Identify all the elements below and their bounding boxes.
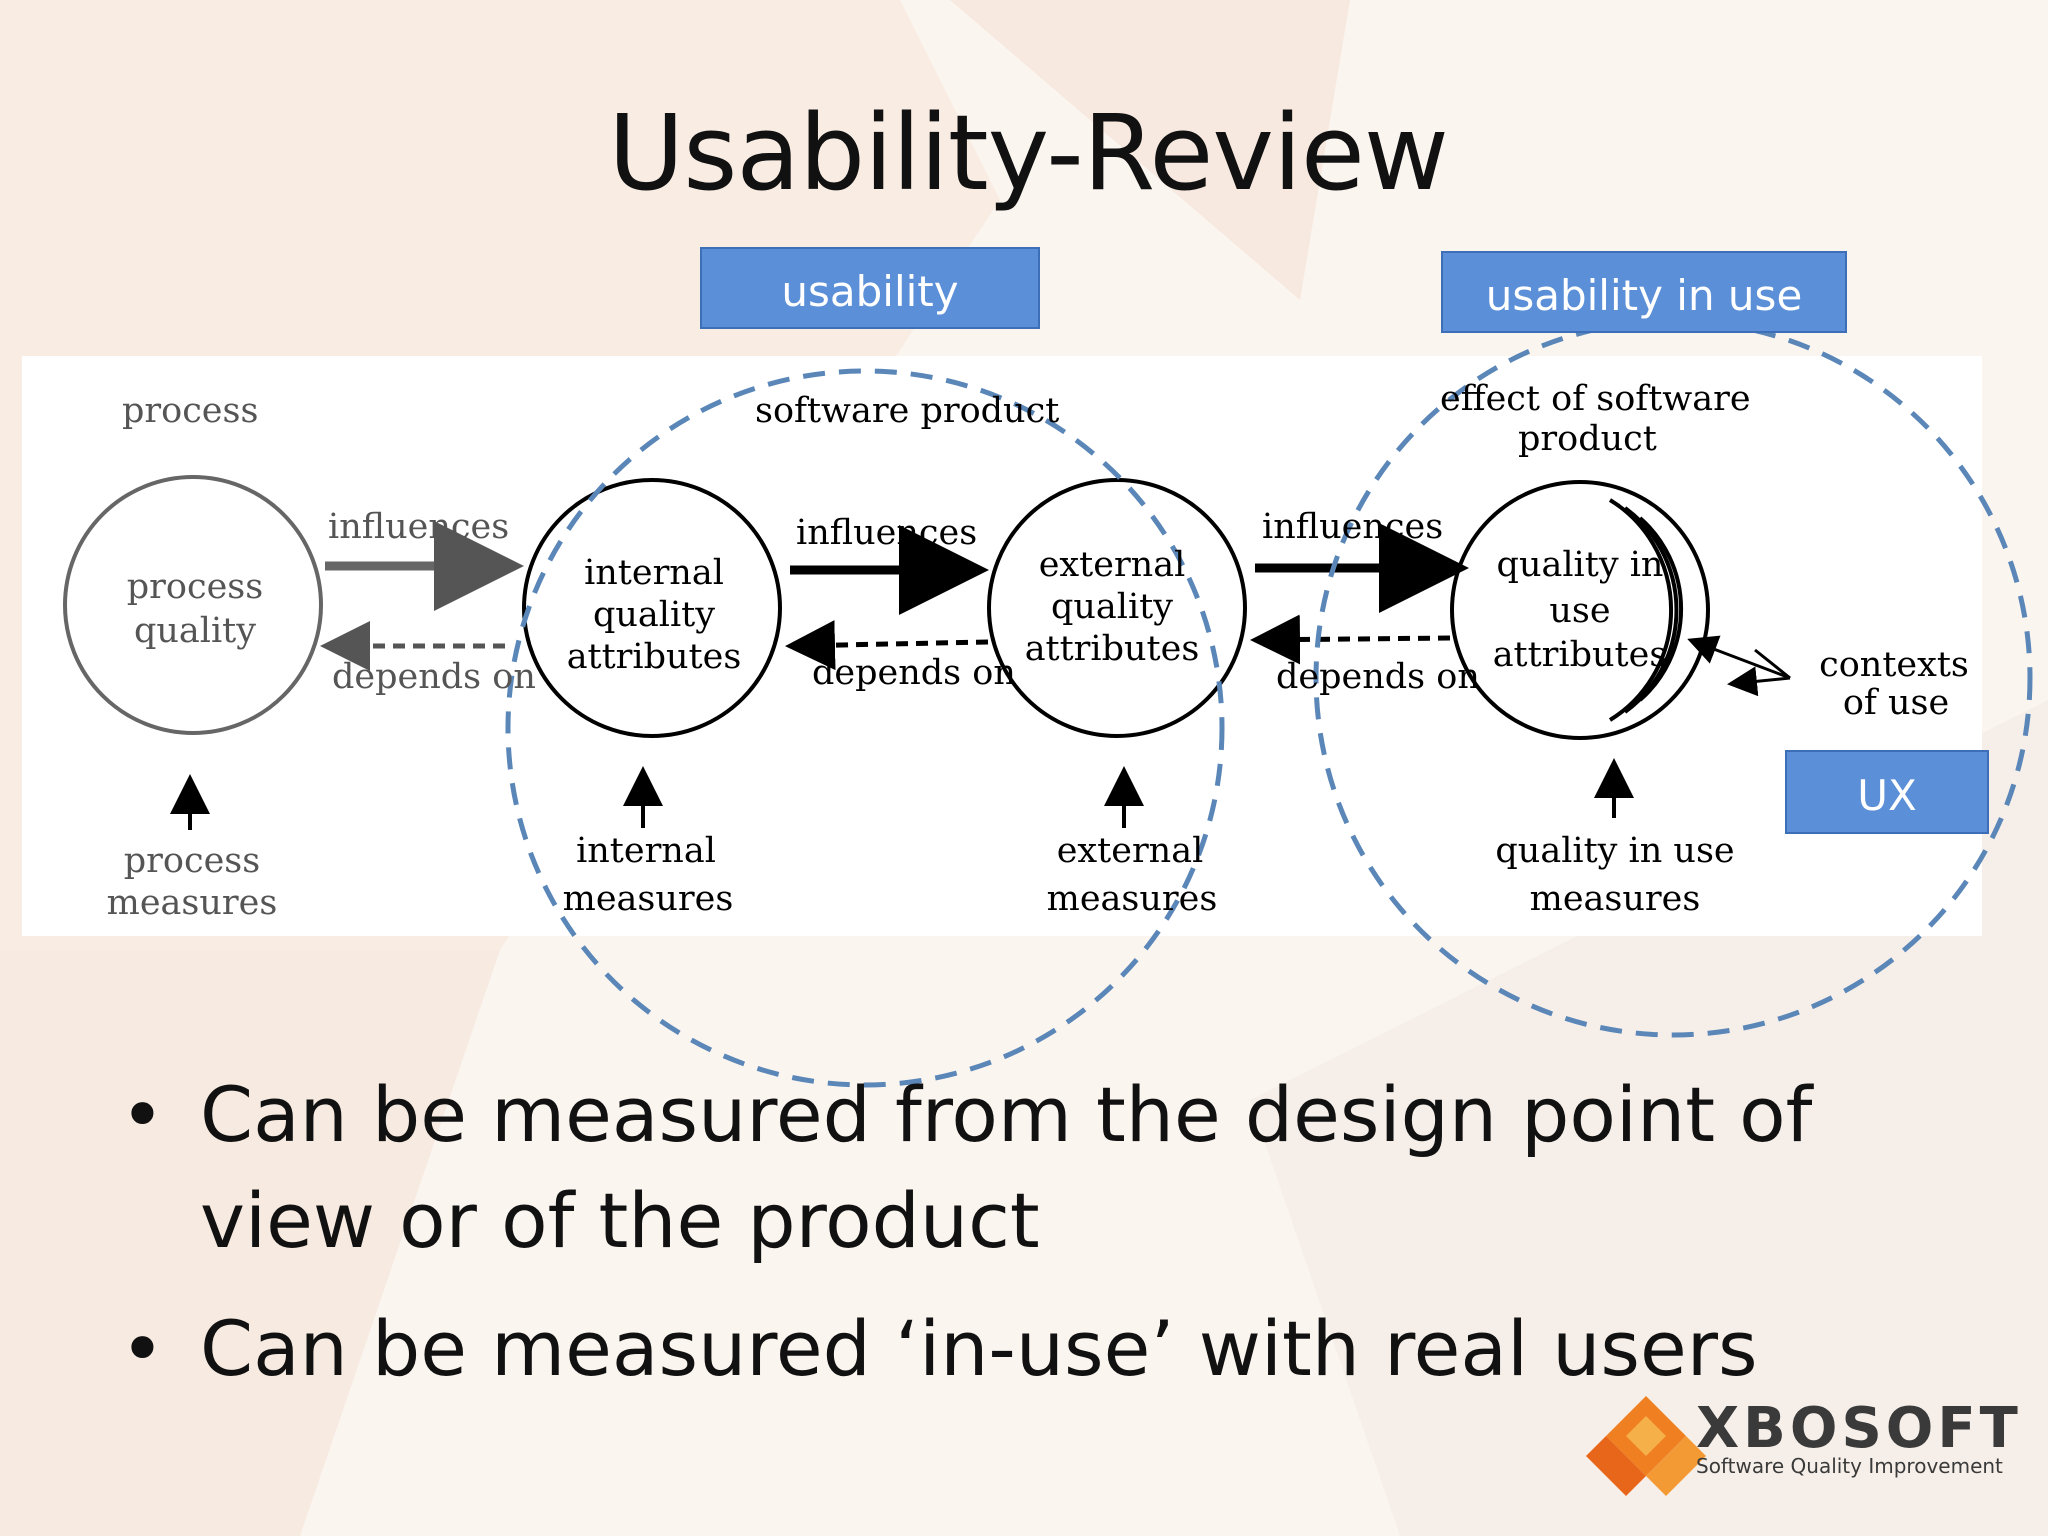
- depends-on-arrow: [785, 620, 989, 671]
- quality-in-use-context-ring: [1608, 498, 1674, 722]
- xbosoft-logo-tagline: Software Quality Improvement: [1696, 1454, 2003, 1478]
- node-label: internal: [584, 553, 724, 593]
- measure-label: process: [124, 841, 260, 881]
- xbosoft-logo-name: XBOSOFT: [1696, 1396, 2022, 1461]
- measure-label: measures: [563, 879, 734, 919]
- node-label: quality: [1051, 587, 1173, 627]
- node-label: attributes: [1025, 629, 1200, 669]
- bullet-dot: •: [120, 1304, 165, 1393]
- usability-in-use-tag: [1441, 251, 1847, 333]
- edge-label-influences: influences: [796, 513, 977, 553]
- node-label: quality in: [1497, 545, 1664, 585]
- bullet-item: • Can be measured from the design point o…: [120, 1062, 1960, 1274]
- ux-tag-label: UX: [1857, 771, 1917, 820]
- contexts-arrow: [1754, 648, 1791, 680]
- bullet-item: • Can be measured ‘in-use’ with real user…: [120, 1296, 1960, 1402]
- slide-title: Usability-Review: [608, 92, 1449, 214]
- measure-label: measures: [1530, 879, 1701, 919]
- node-label: use: [1549, 591, 1610, 631]
- effect-label-line1: effect of software: [1440, 379, 1751, 419]
- measure-label: internal: [576, 831, 716, 871]
- contexts-arrow: [1687, 635, 1791, 680]
- node-label: quality: [134, 611, 256, 651]
- quality-in-use-context-ring: [1638, 516, 1683, 702]
- contexts-label-line2: of use: [1843, 683, 1949, 723]
- edge-label-influences: influences: [1262, 507, 1443, 547]
- node-label: quality: [593, 595, 715, 635]
- bullet-dot: •: [120, 1070, 165, 1159]
- bullet-text: Can be measured ‘in-use’ with real users: [200, 1304, 1758, 1393]
- usability-tag-label: usability: [781, 267, 958, 316]
- measure-label: measures: [1047, 879, 1218, 919]
- depends-on-arrow: [1250, 614, 1451, 665]
- contexts-label-line1: contexts: [1819, 645, 1969, 685]
- edge-label-depends-on: depends on: [812, 653, 1016, 693]
- usability-tag: [700, 247, 1040, 329]
- measure-label: measures: [107, 883, 278, 923]
- ux-tag: [1785, 750, 1989, 834]
- node-label: external: [1039, 545, 1186, 585]
- measure-label: external: [1057, 831, 1204, 871]
- usability-in-use-boundary: [1313, 318, 2033, 1038]
- software-product-label: software product: [755, 391, 1059, 431]
- bullet-text: Can be measured from the design point of…: [200, 1070, 1813, 1265]
- external-quality-node: [987, 478, 1247, 738]
- effect-label-line2: product: [1518, 419, 1657, 459]
- node-label: attributes: [567, 637, 742, 677]
- edge-label-influences: influences: [328, 507, 509, 547]
- edge-label-depends-on: depends on: [332, 657, 536, 697]
- process-label: process: [122, 391, 258, 431]
- edge-label-depends-on: depends on: [1276, 657, 1480, 697]
- xbosoft-logo-mark: [1586, 1396, 1706, 1496]
- contexts-arrow: [1727, 666, 1791, 697]
- process-quality-node: [63, 475, 323, 735]
- measure-label: quality in use: [1495, 831, 1734, 871]
- bullet-list: • Can be measured from the design point o…: [120, 1062, 1960, 1424]
- usability-boundary: [505, 368, 1225, 1088]
- internal-quality-node: [522, 478, 782, 738]
- node-label: attributes: [1493, 635, 1668, 675]
- usability-in-use-tag-label: usability in use: [1486, 271, 1803, 320]
- node-label: process: [127, 567, 263, 607]
